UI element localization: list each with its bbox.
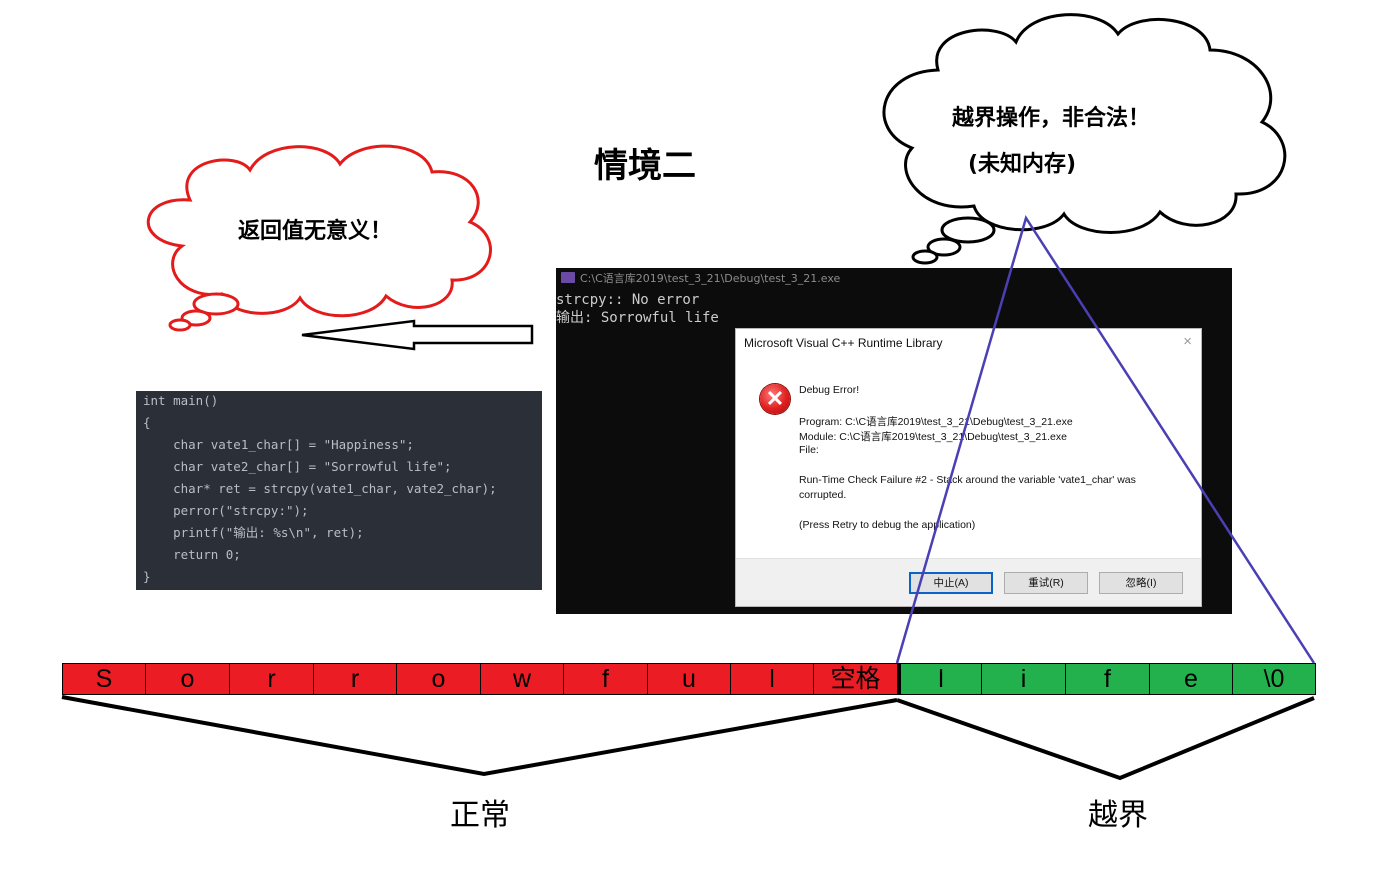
console-output-line: strcpy:: No error: [556, 292, 700, 308]
memory-cell-overflow: l: [898, 663, 982, 695]
console-app-icon: [561, 272, 575, 283]
retry-button[interactable]: 重试(R): [1004, 572, 1088, 594]
code-block: int main() { char vate1_char[] = "Happin…: [136, 391, 542, 590]
console-title: C:\C语言库2019\test_3_21\Debug\test_3_21.ex…: [580, 272, 841, 285]
memory-cell-normal: o: [146, 663, 230, 695]
memory-cell-overflow: f: [1066, 663, 1150, 695]
code-line: return 0;: [143, 547, 241, 562]
normal-label: 正常: [450, 798, 510, 833]
memory-cell-normal: S: [62, 663, 146, 695]
memory-cell-space: 空格: [814, 663, 898, 695]
code-line: {: [143, 415, 151, 430]
cloud-left-bubble-3: [168, 318, 192, 332]
error-x-icon: ✕: [760, 384, 790, 414]
code-line: }: [143, 569, 151, 584]
cloud-left-bubble-1: [192, 292, 240, 316]
cloud-right-text-line1: 越界操作，非合法！: [952, 106, 1151, 131]
memory-cell-normal: w: [481, 663, 564, 695]
dialog-message-line: Debug Error!: [799, 384, 860, 396]
memory-cell-normal: o: [397, 663, 481, 695]
code-line: char vate1_char[] = "Happiness";: [143, 437, 414, 452]
code-line: char* ret = strcpy(vate1_char, vate2_cha…: [143, 481, 497, 496]
abort-button[interactable]: 中止(A): [909, 572, 993, 594]
overflow-label: 越界: [1088, 798, 1148, 833]
dialog-button-bar: 中止(A) 重试(R) 忽略(I): [736, 558, 1201, 606]
cloud-right-text-line2: (未知内存): [968, 152, 1077, 177]
memory-cell-normal: f: [564, 663, 648, 695]
ignore-button[interactable]: 忽略(I): [1099, 572, 1183, 594]
close-icon[interactable]: ×: [1183, 333, 1192, 350]
cloud-right-bubble-3: [911, 249, 939, 265]
runtime-error-dialog[interactable]: Microsoft Visual C++ Runtime Library × ✕…: [735, 328, 1202, 607]
cloud-left-text: 返回值无意义！: [238, 219, 393, 244]
dialog-title: Microsoft Visual C++ Runtime Library: [744, 336, 943, 350]
dialog-message-line: Module: C:\C语言库2019\test_3_21\Debug\test…: [799, 431, 1067, 443]
memory-cell-null-terminator: \0: [1233, 663, 1316, 695]
memory-strip: S o r r o w f u l 空格 l i f e \0: [62, 663, 1316, 695]
code-line: int main(): [143, 393, 219, 408]
code-line: perror("strcpy:");: [143, 503, 309, 518]
memory-cell-normal: l: [731, 663, 814, 695]
code-line: printf("输出: %s\n", ret);: [143, 525, 364, 540]
console-titlebar[interactable]: C:\C语言库2019\test_3_21\Debug\test_3_21.ex…: [556, 268, 1232, 289]
dialog-message-line: Run-Time Check Failure #2 - Stack around…: [799, 474, 1136, 486]
cloud-right-body: [882, 13, 1287, 234]
memory-cell-normal: u: [648, 663, 731, 695]
page-title: 情境二: [594, 146, 696, 186]
memory-cell-normal: r: [230, 663, 314, 695]
thought-cloud-left: [146, 144, 492, 332]
code-line: char vate2_char[] = "Sorrowful life";: [143, 459, 452, 474]
thought-cloud-right: [882, 13, 1287, 265]
dialog-message-line: (Press Retry to debug the application): [799, 519, 976, 531]
memory-cell-overflow: e: [1150, 663, 1233, 695]
dialog-message-line: corrupted.: [799, 489, 847, 501]
console-output-line: 输出: Sorrowful life: [556, 310, 719, 326]
memory-cell-normal: r: [314, 663, 397, 695]
dialog-message-line: Program: C:\C语言库2019\test_3_21\Debug\tes…: [799, 416, 1073, 428]
cloud-left-body: [146, 144, 492, 318]
dialog-message-line: File:: [799, 444, 819, 456]
memory-cell-overflow: i: [982, 663, 1066, 695]
left-arrow: [301, 319, 534, 351]
